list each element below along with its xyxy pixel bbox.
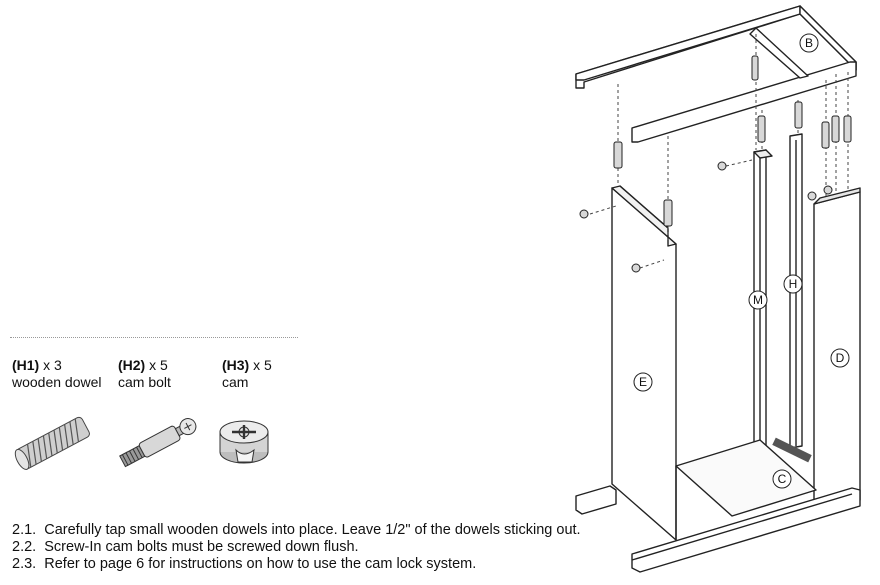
section-divider [10, 337, 298, 338]
label-h: H [789, 277, 798, 291]
part-h3-code: (H3) [222, 357, 250, 373]
step-text: Screw-In cam bolts must be screwed down … [44, 539, 359, 555]
panel-e [611, 187, 677, 541]
label-c: C [778, 472, 787, 486]
step-number: 2.1. [12, 522, 37, 538]
cam-bolt-icon [119, 418, 197, 468]
cam-icon [219, 420, 269, 464]
part-h2-name: cam bolt [118, 374, 171, 390]
step-number: 2.2. [12, 539, 37, 555]
part-h1-code: (H1) [12, 357, 40, 373]
assembly-diagram: B E D M H C [575, 5, 861, 573]
step-text: Refer to page 6 for instructions on how … [44, 556, 477, 572]
instruction-steps: 2.1. Carefully tap small wooden dowels i… [12, 522, 581, 573]
part-h3-qty: x 5 [253, 357, 272, 373]
label-m: M [753, 293, 763, 307]
label-b: B [805, 36, 813, 50]
step-2-1: 2.1. Carefully tap small wooden dowels i… [12, 522, 581, 539]
label-e: E [639, 375, 647, 389]
part-h2-code: (H2) [118, 357, 146, 373]
part-h3: (H3) x 5 cam [222, 357, 272, 391]
part-h2-qty: x 5 [149, 357, 168, 373]
bottom-shelf [675, 439, 817, 517]
top-back-rail-face [575, 5, 801, 81]
step-number: 2.3. [12, 556, 37, 572]
wooden-dowel-icon [14, 416, 90, 470]
part-h1-name: wooden dowel [12, 374, 102, 390]
step-2-2: 2.2. Screw-In cam bolts must be screwed … [12, 539, 581, 556]
step-2-3: 2.3. Refer to page 6 for instructions on… [12, 556, 581, 573]
label-d: D [836, 351, 845, 365]
top-front-rail [631, 61, 857, 143]
top-inner-rail [749, 27, 809, 79]
part-h1-qty: x 3 [43, 357, 62, 373]
bottom-back-rail [575, 485, 617, 515]
part-h3-name: cam [222, 374, 249, 390]
step-text: Carefully tap small wooden dowels into p… [44, 522, 581, 538]
part-h2: (H2) x 5 cam bolt [118, 357, 171, 391]
part-h1: (H1) x 3 wooden dowel [12, 357, 102, 391]
